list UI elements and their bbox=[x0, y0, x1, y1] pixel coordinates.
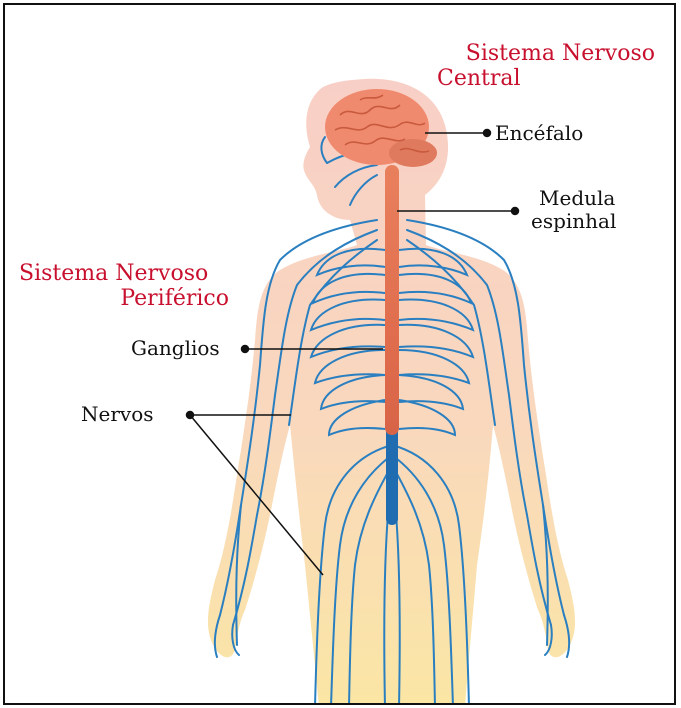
nervous-system-illustration bbox=[5, 5, 676, 705]
central-title-line2: Central bbox=[435, 66, 655, 91]
label-medula-espinhal: Medula espinhal bbox=[531, 187, 616, 233]
label-medula-line1: Medula bbox=[531, 187, 616, 210]
central-title-line1: Sistema Nervoso bbox=[435, 41, 655, 66]
peripheral-title-line2: Periférico bbox=[19, 286, 229, 311]
peripheral-title-line1: Sistema Nervoso bbox=[19, 261, 229, 286]
peripheral-nervous-system-title: Sistema Nervoso Periférico bbox=[19, 261, 229, 311]
spinal-cord bbox=[385, 165, 399, 435]
label-ganglios: Ganglios bbox=[131, 337, 220, 360]
label-nervos: Nervos bbox=[81, 403, 154, 426]
diagram-frame: Sistema Nervoso Central Sistema Nervoso … bbox=[3, 3, 676, 705]
cauda-equina bbox=[386, 425, 398, 525]
label-encefalo: Encéfalo bbox=[495, 122, 583, 145]
central-nervous-system-title: Sistema Nervoso Central bbox=[435, 41, 655, 91]
label-medula-line2: espinhal bbox=[531, 210, 616, 233]
